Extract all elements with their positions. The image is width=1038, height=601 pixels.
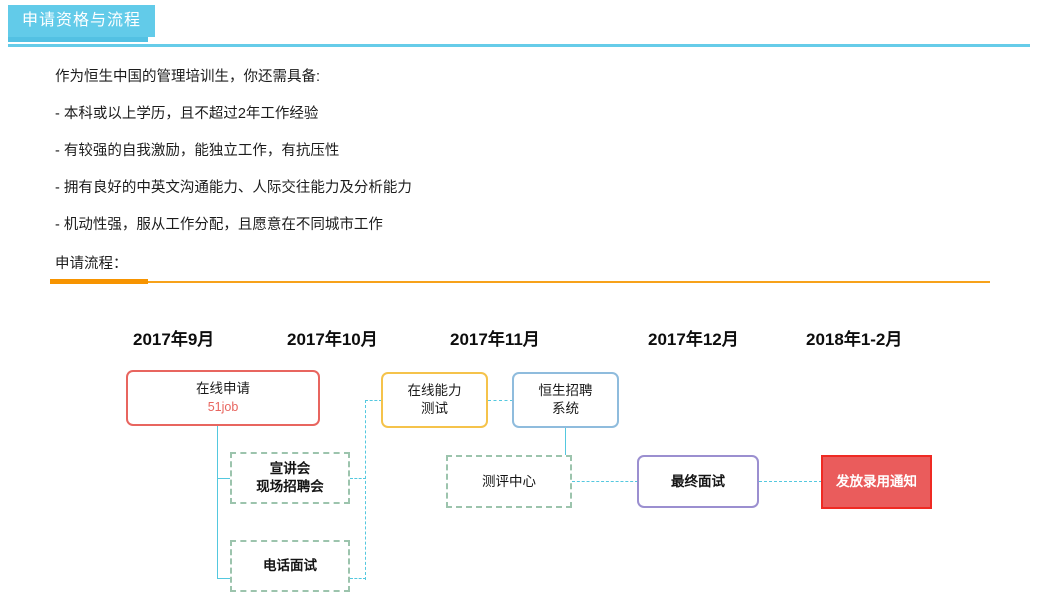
requirement-item-4: - 机动性强，服从工作分配，且愿意在不同城市工作 (55, 217, 383, 233)
requirements-lead: 作为恒生中国的管理培训生，你还需具备: (55, 69, 321, 85)
application-process-flowchart: 2017年9月 2017年10月 2017年11月 2017年12月 2018年… (0, 300, 1038, 601)
flow-node-online-apply-subtitle: 51job (207, 400, 239, 414)
connector-onlinetest-to-hssystem (488, 400, 513, 401)
connector-hssystem-to-assessment (565, 428, 566, 455)
timeline-label-2017-11: 2017年11月 (450, 330, 540, 349)
flow-node-offer-issued-title: 发放录用通知 (836, 474, 917, 489)
timeline-label-2018-01-02: 2018年1-2月 (806, 330, 903, 349)
connector-apply-stem (217, 426, 218, 578)
flow-node-hangseng-system[interactable]: 恒生招聘 系统 (512, 372, 619, 428)
timeline-label-2017-10: 2017年10月 (287, 330, 378, 349)
section-accent-bar (50, 279, 148, 284)
flow-node-hangseng-system-title: 恒生招聘 (538, 383, 593, 398)
flow-node-assessment-center[interactable]: 测评中心 (446, 455, 572, 508)
timeline-label-2017-09: 2017年9月 (133, 330, 215, 349)
requirements-list: 作为恒生中国的管理培训生，你还需具备: - 本科或以上学历，且不超过2年工作经验… (55, 68, 955, 253)
flow-node-online-test-title: 在线能力 (407, 383, 462, 398)
flow-node-assessment-center-title: 测评中心 (482, 473, 536, 489)
connector-assessment-to-final (572, 481, 638, 482)
connector-collector-to-onlinetest (365, 400, 382, 401)
connector-phone-to-collector (350, 578, 366, 579)
header-divider (8, 44, 1030, 47)
connector-apply-to-campustalk (217, 478, 232, 479)
flow-node-final-interview-title: 最终面试 (671, 473, 725, 489)
flow-node-campus-talk-subtitle: 现场招聘会 (256, 479, 324, 494)
connector-apply-to-phone (217, 578, 232, 579)
section-title-process: 申请流程： (55, 256, 128, 272)
requirement-item-1: - 本科或以上学历，且不超过2年工作经验 (55, 106, 319, 122)
flow-node-phone-interview[interactable]: 电话面试 (230, 540, 350, 592)
requirement-item-2: - 有较强的自我激励，能独立工作，有抗压性 (55, 143, 340, 159)
flow-node-online-apply-title: 在线申请 (196, 381, 250, 396)
flow-node-campus-talk-title: 宣讲会 (269, 461, 311, 476)
flow-node-hangseng-system-subtitle: 系统 (552, 401, 579, 416)
connector-final-to-offer (759, 481, 822, 482)
timeline-label-2017-12: 2017年12月 (648, 330, 739, 349)
section-underline (148, 281, 990, 283)
flow-node-final-interview[interactable]: 最终面试 (637, 455, 759, 508)
flow-node-phone-interview-title: 电话面试 (263, 558, 317, 573)
header-tab-title: 申请资格与流程 (8, 5, 156, 37)
connector-campustalk-to-collector (350, 478, 366, 479)
flow-node-online-apply[interactable]: 在线申请 51job (126, 370, 320, 426)
header-tab-shadow (8, 37, 148, 42)
flow-node-online-test-subtitle: 测试 (421, 401, 448, 416)
flow-node-campus-talk[interactable]: 宣讲会 现场招聘会 (230, 452, 350, 504)
requirement-item-3: - 拥有良好的中英文沟通能力、人际交往能力及分析能力 (55, 180, 412, 196)
flow-node-online-test[interactable]: 在线能力 测试 (381, 372, 488, 428)
flow-node-offer-issued[interactable]: 发放录用通知 (821, 455, 932, 509)
page-header: 申请资格与流程 (0, 0, 1038, 48)
connector-collector-vertical (365, 400, 366, 580)
